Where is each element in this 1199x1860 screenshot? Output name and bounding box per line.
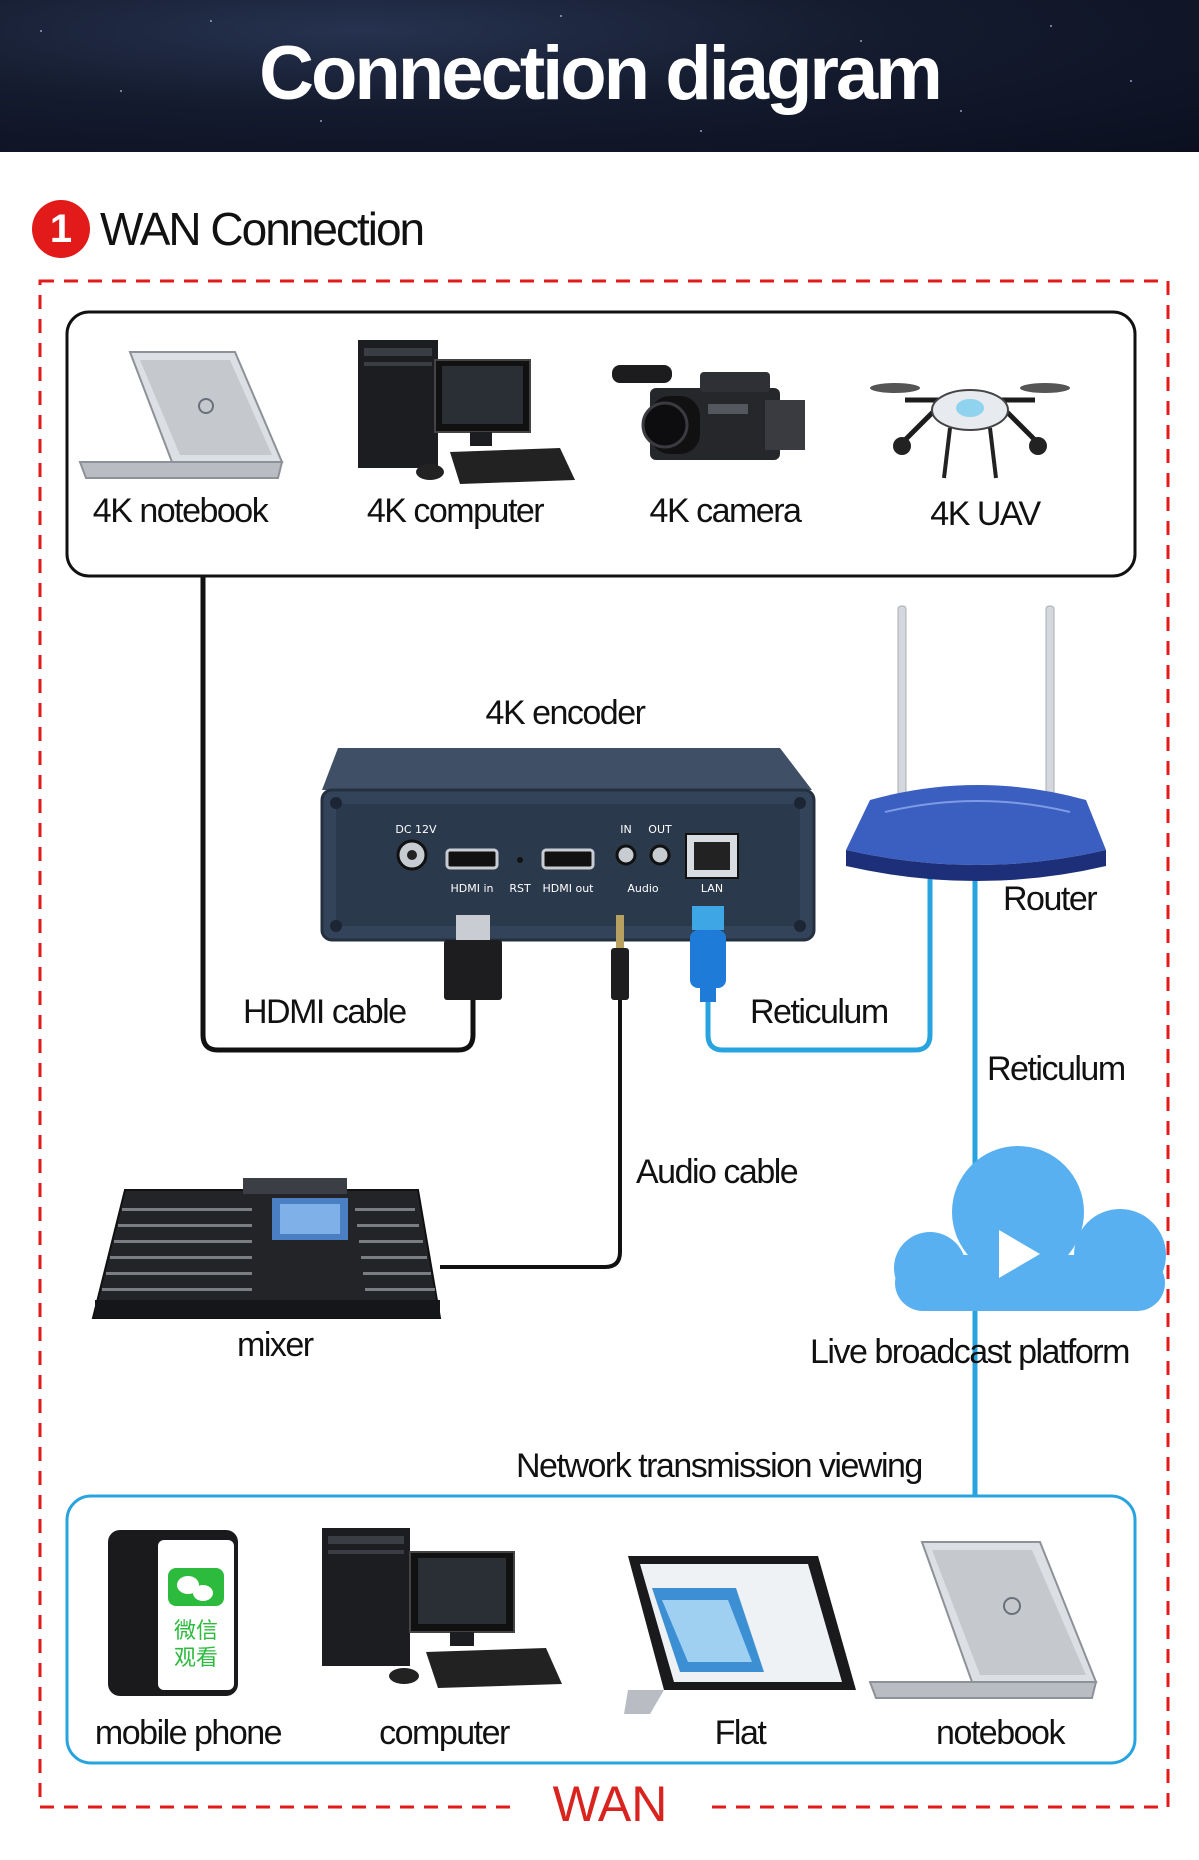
encoder-device — [320, 748, 816, 942]
source-label-notebook: 4K notebook — [92, 492, 269, 530]
router-icon — [846, 605, 1106, 881]
mobile-phone-icon: 微信 观看 — [108, 1530, 238, 1696]
encoder-rst-label: RST — [509, 882, 531, 895]
desktop-computer-icon — [358, 340, 575, 484]
hdmi-plug-icon — [444, 915, 502, 1000]
encoder-hdmi-out-label: HDMI out — [543, 882, 595, 895]
viewer-label-computer: computer — [379, 1714, 510, 1752]
audio-cable-label: Audio cable — [636, 1153, 799, 1191]
hdmi-cable-line — [200, 576, 476, 1053]
section-title: WAN Connection — [100, 203, 425, 255]
lan-plug-icon — [690, 906, 726, 1002]
section-number-badge: 1 — [32, 200, 90, 258]
desktop-computer-icon — [322, 1528, 562, 1688]
drone-icon — [870, 383, 1070, 479]
header-banner: Connection diagram — [0, 0, 1199, 152]
viewer-label-flat: Flat — [714, 1714, 767, 1752]
source-label-computer: 4K computer — [366, 492, 545, 530]
encoder-lan-label: LAN — [701, 882, 723, 895]
encoder-audio-label: Audio — [627, 882, 659, 895]
audio-cable-line — [440, 1000, 622, 1269]
laptop-icon — [868, 1541, 1098, 1699]
encoder-audio-in-label: IN — [620, 823, 631, 836]
encoder-hdmi-in-label: HDMI in — [450, 882, 493, 895]
viewer-label-notebook: notebook — [936, 1714, 1065, 1752]
source-devices-box — [65, 310, 1137, 578]
source-label-uav: 4K UAV — [930, 495, 1041, 533]
mixer-icon — [91, 1178, 442, 1319]
viewing-title: Network transmission viewing — [516, 1447, 923, 1485]
video-camera-icon — [612, 365, 805, 460]
phone-screen-text-1: 微信 — [174, 1619, 218, 1644]
wan-label: WAN — [510, 1775, 710, 1833]
laptop-icon — [78, 351, 284, 479]
encoder-dc-label: DC 12V — [395, 823, 437, 836]
reticulum-label-1: Reticulum — [750, 993, 889, 1031]
page-title: Connection diagram — [259, 31, 943, 116]
router-label: Router — [1003, 880, 1098, 918]
audio-jack-icon — [611, 915, 629, 1000]
phone-screen-text-2: 观看 — [174, 1646, 218, 1671]
cloud-icon — [894, 1146, 1166, 1311]
encoder-title: 4K encoder — [485, 694, 646, 732]
play-icon — [999, 1230, 1040, 1278]
tablet-icon — [624, 1556, 856, 1714]
viewer-label-mobile-phone: mobile phone — [94, 1714, 283, 1752]
reticulum-cable-line-1 — [705, 866, 933, 1053]
platform-label: Live broadcast platform — [810, 1333, 1130, 1371]
encoder-audio-out-label: OUT — [648, 823, 672, 836]
source-label-camera: 4K camera — [649, 492, 802, 530]
reticulum-label-2: Reticulum — [987, 1050, 1126, 1088]
hdmi-cable-label: HDMI cable — [243, 993, 407, 1031]
mixer-label: mixer — [237, 1326, 314, 1364]
